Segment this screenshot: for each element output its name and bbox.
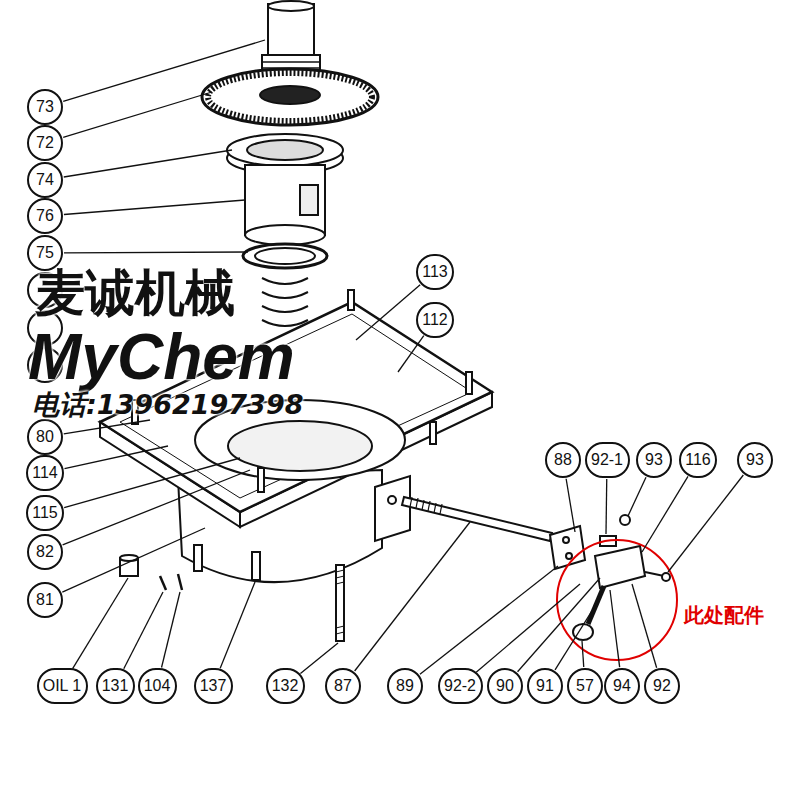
callout-circle: 94 bbox=[604, 668, 640, 704]
leader-line bbox=[668, 475, 743, 572]
callout-circle: 93 bbox=[737, 442, 773, 478]
callout-number: 114 bbox=[32, 465, 58, 481]
leader-line bbox=[566, 479, 575, 532]
callout-circle: 92-2 bbox=[438, 668, 483, 704]
callout-number: 93 bbox=[645, 452, 663, 468]
callout-circle: 93 bbox=[636, 442, 672, 478]
callout-number: 90 bbox=[496, 678, 514, 694]
callout-circle: 114 bbox=[26, 455, 64, 491]
callout-number: 74 bbox=[36, 172, 54, 188]
callout-circle: 92-1 bbox=[585, 442, 630, 478]
watermark-text: 电话:13962197398 bbox=[32, 390, 303, 420]
callout-circle: 132 bbox=[266, 668, 305, 704]
callout-circle: 104 bbox=[138, 668, 177, 704]
callout-circle: 89 bbox=[387, 668, 423, 704]
callout-number: 57 bbox=[576, 678, 594, 694]
leader-line bbox=[73, 578, 128, 669]
callout-number: OIL 1 bbox=[43, 678, 82, 694]
callout-number: 76 bbox=[36, 208, 54, 224]
leader-line bbox=[64, 251, 248, 253]
callout-circle: 82 bbox=[27, 534, 63, 570]
leader-line bbox=[64, 150, 232, 177]
callout-number: 82 bbox=[36, 544, 54, 560]
callout-circle: 88 bbox=[545, 442, 581, 478]
leader-line bbox=[162, 592, 180, 667]
callout-number: 93 bbox=[746, 452, 764, 468]
callout-number: 131 bbox=[102, 678, 129, 694]
callout-number: 87 bbox=[334, 678, 352, 694]
leader-line bbox=[582, 641, 584, 667]
callout-number: 94 bbox=[613, 678, 631, 694]
callout-number: 88 bbox=[554, 452, 572, 468]
callout-circle: 113 bbox=[416, 254, 454, 290]
callout-number: 113 bbox=[422, 264, 448, 280]
callout-circle: 137 bbox=[194, 668, 233, 704]
callout-number: 115 bbox=[32, 505, 58, 521]
callout-circle: 73 bbox=[27, 89, 63, 125]
leader-line bbox=[610, 590, 620, 667]
leader-line bbox=[632, 584, 657, 668]
callout-number: 112 bbox=[422, 312, 448, 328]
callout-circle: 90 bbox=[487, 668, 523, 704]
callout-number: 92-2 bbox=[444, 678, 476, 694]
leader-line bbox=[518, 578, 600, 672]
callout-circle: 112 bbox=[416, 302, 454, 338]
leader-line bbox=[63, 92, 212, 137]
callout-number: 132 bbox=[272, 678, 299, 694]
leader-line bbox=[64, 200, 245, 214]
callout-number: 89 bbox=[396, 678, 414, 694]
callout-number: 104 bbox=[144, 678, 171, 694]
callout-number: 92-1 bbox=[591, 452, 623, 468]
callout-number: 80 bbox=[36, 429, 54, 445]
callout-circle: 115 bbox=[26, 495, 64, 531]
callout-circle: 131 bbox=[96, 668, 135, 704]
leader-line bbox=[63, 470, 250, 545]
leader-line bbox=[605, 479, 607, 534]
leader-line bbox=[642, 476, 688, 552]
watermark-text: 麦诚机械 bbox=[35, 266, 235, 321]
leader-line bbox=[64, 420, 150, 434]
leader-line bbox=[64, 458, 240, 508]
callout-number: 75 bbox=[36, 245, 54, 261]
callout-circle: 76 bbox=[27, 198, 63, 234]
callout-circle: 92 bbox=[644, 668, 680, 704]
callout-number: 72 bbox=[36, 135, 54, 151]
callout-circle: 91 bbox=[527, 668, 563, 704]
callout-circle: 116 bbox=[679, 442, 717, 478]
callout-number: 91 bbox=[536, 678, 554, 694]
callout-number: 73 bbox=[36, 99, 54, 115]
leader-line bbox=[356, 285, 420, 340]
leader-line bbox=[220, 582, 255, 668]
leader-line bbox=[63, 40, 265, 101]
leader-line bbox=[628, 477, 646, 516]
leader-line bbox=[64, 446, 168, 469]
callout-circle: 81 bbox=[27, 582, 63, 618]
leader-line bbox=[555, 606, 595, 670]
callout-circle: OIL 1 bbox=[37, 668, 88, 704]
callout-number: 81 bbox=[36, 592, 54, 608]
leader-line bbox=[300, 643, 338, 673]
callout-circle: 74 bbox=[27, 162, 63, 198]
callout-circle: 72 bbox=[27, 125, 63, 161]
callout-circle: 57 bbox=[567, 668, 603, 704]
leader-line bbox=[398, 336, 424, 372]
callout-number: 92 bbox=[653, 678, 671, 694]
callout-number: 137 bbox=[200, 678, 227, 694]
annotation-note: 此处配件 bbox=[684, 604, 764, 626]
callout-circle: 87 bbox=[325, 668, 361, 704]
watermark-text: MyChem bbox=[28, 322, 295, 392]
callout-circle: 80 bbox=[27, 419, 63, 455]
leader-line bbox=[62, 528, 205, 592]
leader-line bbox=[124, 592, 163, 669]
callout-number: 116 bbox=[685, 452, 711, 468]
